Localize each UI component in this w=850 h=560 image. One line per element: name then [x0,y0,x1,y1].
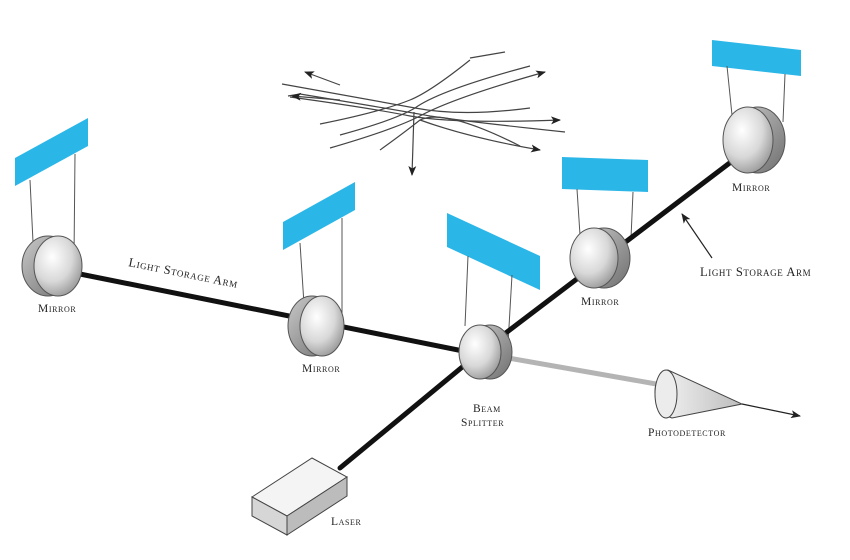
mirror-plate-near-left [283,182,355,322]
beam-left-arm [57,267,481,357]
mirror-plate-far-right [712,40,801,123]
laser-icon [251,457,348,536]
mirror-plate-near-right [562,157,648,239]
mirror-icon [722,106,786,174]
mirror-icon [287,295,345,357]
label-mirror-near-right: Mirror [581,296,619,308]
gravitational-wave-icon [281,51,566,176]
output-beam [505,355,665,388]
arm-pointer-arrow [681,213,713,259]
label-beam-splitter-line1: Beam [473,403,501,415]
mirror-icon [569,227,631,289]
label-beam-splitter-line2: Splitter [461,417,504,429]
label-mirror-far-left: Mirror [38,303,76,315]
mirror-plate-beam-splitter [447,213,540,345]
label-photodetector: Photodetector [648,427,726,439]
laser-beams [57,143,755,471]
label-laser: Laser [331,516,362,528]
label-mirror-near-left: Mirror [302,363,340,375]
mirror-plate-far-left [15,118,88,259]
photodetector-icon [654,369,801,419]
label-arm-right: Light Storage Arm [700,265,811,279]
beam-laser-input [337,351,481,471]
mirror-icon [21,235,83,297]
label-mirror-far-right: Mirror [732,182,770,194]
mirror-icon [458,324,513,380]
